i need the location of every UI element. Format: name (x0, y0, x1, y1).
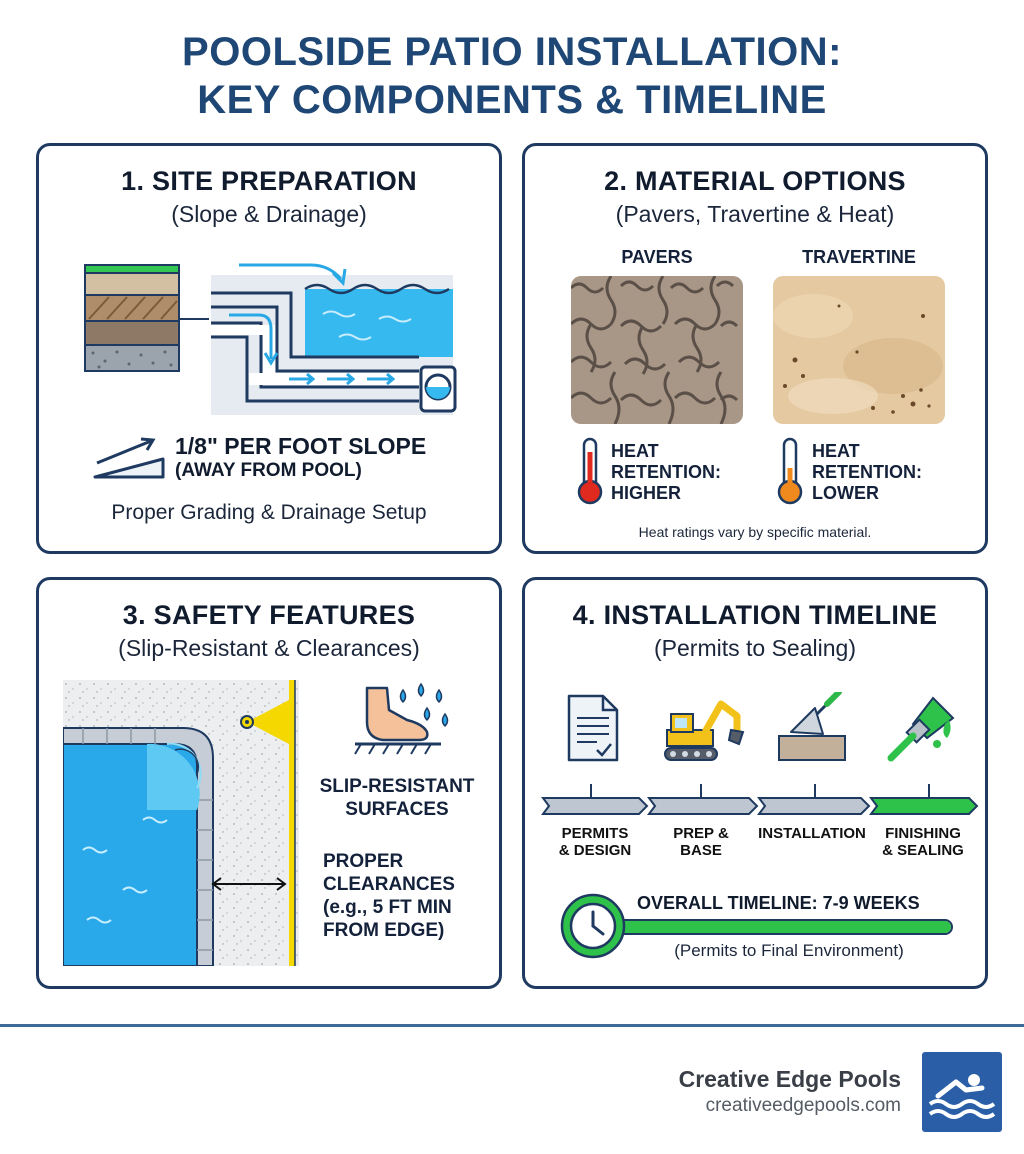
excavator-icon (664, 700, 745, 761)
travertine-heat-line2: RETENTION: (812, 462, 922, 482)
step-permits-line1: PERMITS (561, 825, 629, 842)
step-finishing-line1: FINISHING (885, 825, 961, 842)
thermometer-low-icon (777, 437, 803, 505)
installation-timeline-card: 4. INSTALLATION TIMELINE (Permits to Sea… (522, 577, 988, 989)
travertine-heat-line1: HEAT (812, 441, 860, 461)
clearance-line3: (e.g., 5 FT MIN (323, 897, 452, 918)
materials-note: Heat ratings vary by specific material. (638, 524, 872, 540)
slip-line2: SURFACES (345, 799, 449, 820)
step-finishing-line2: & SEALING (882, 842, 964, 859)
timeline-subheading: (Permits to Sealing) (654, 635, 856, 661)
paintbrush-icon (887, 696, 955, 762)
clearance-text: PROPER CLEARANCES (e.g., 5 FT MIN FROM E… (323, 850, 455, 942)
step-prep: PREP & BASE (651, 825, 751, 859)
slope-icon (93, 437, 165, 479)
thermometer-high-icon (577, 437, 603, 505)
overall-timeline-text: OVERALL TIMELINE: 7-9 WEEKS (637, 893, 920, 913)
pool-clearance-diagram (63, 680, 299, 966)
timeline-arrows (541, 784, 979, 815)
safety-heading: 3. SAFETY FEATURES (122, 600, 416, 630)
travertine-swatch (773, 276, 945, 424)
site-subheading: (Slope & Drainage) (171, 201, 367, 227)
step-installation: INSTALLATION (751, 825, 873, 842)
step-installation-line1: INSTALLATION (758, 825, 866, 842)
materials-heading: 2. MATERIAL OPTIONS (604, 166, 906, 196)
site-caption: Proper Grading & Drainage Setup (111, 501, 427, 524)
swimmer-logo-icon (922, 1052, 1002, 1132)
pavers-label: PAVERS (621, 247, 693, 267)
trowel-icon (778, 692, 846, 761)
travertine-heat-text: HEAT RETENTION: LOWER (812, 441, 922, 504)
site-heading: 1. SITE PREPARATION (121, 166, 417, 196)
slope-text: 1/8" PER FOOT SLOPE (175, 433, 427, 459)
slope-direction-text: (AWAY FROM POOL) (175, 460, 362, 481)
step-prep-line1: PREP & (673, 825, 729, 842)
brand-url: creativeedgepools.com (705, 1095, 901, 1116)
step-finishing: FINISHING & SEALING (873, 825, 973, 859)
footer-brand: Creative Edge Pools creativeedgepools.co… (560, 1066, 901, 1117)
slip-resistant-text: SLIP-RESISTANT SURFACES (307, 775, 487, 821)
pavers-heat-line1: HEAT (611, 441, 659, 461)
timeline-heading: 4. INSTALLATION TIMELINE (572, 600, 938, 630)
clock-icon (560, 893, 626, 959)
materials-subheading: (Pavers, Travertine & Heat) (615, 201, 895, 227)
overall-timeline-fill (611, 921, 951, 933)
safety-subheading: (Slip-Resistant & Clearances) (118, 635, 420, 661)
wet-foot-icon (354, 682, 449, 755)
clearance-line2: CLEARANCES (323, 874, 455, 895)
safety-features-card: 3. SAFETY FEATURES (Slip-Resistant & Cle… (36, 577, 502, 989)
drainage-diagram (84, 263, 457, 415)
step-permits: PERMITS & DESIGN (545, 825, 645, 859)
page-title: POOLSIDE PATIO INSTALLATION: KEY COMPONE… (0, 28, 1024, 124)
step-prep-line2: BASE (680, 842, 722, 859)
pavers-swatch (571, 276, 743, 424)
title-line-1: POOLSIDE PATIO INSTALLATION: (182, 30, 842, 74)
pavers-heat-line2: RETENTION: (611, 462, 721, 482)
pavers-heat-line3: HIGHER (611, 483, 682, 503)
slip-line1: SLIP-RESISTANT (319, 776, 475, 797)
document-icon (567, 694, 619, 762)
travertine-heat-line3: LOWER (812, 483, 879, 503)
step-permits-line2: & DESIGN (558, 842, 632, 859)
brand-name: Creative Edge Pools (678, 1066, 901, 1092)
clearance-line1: PROPER (323, 851, 404, 872)
site-preparation-card: 1. SITE PREPARATION (Slope & Drainage) (36, 143, 502, 554)
material-options-card: 2. MATERIAL OPTIONS (Pavers, Travertine … (522, 143, 988, 554)
title-line-2: KEY COMPONENTS & TIMELINE (197, 78, 827, 122)
pavers-heat-text: HEAT RETENTION: HIGHER (611, 441, 721, 504)
travertine-label: TRAVERTINE (802, 247, 916, 267)
overall-timeline-subtext: (Permits to Final Environment) (674, 941, 904, 960)
clearance-line4: FROM EDGE) (323, 920, 445, 941)
footer-divider (0, 1024, 1024, 1027)
overall-timeline-bar (609, 919, 953, 935)
soil-layers-icon (84, 264, 209, 372)
